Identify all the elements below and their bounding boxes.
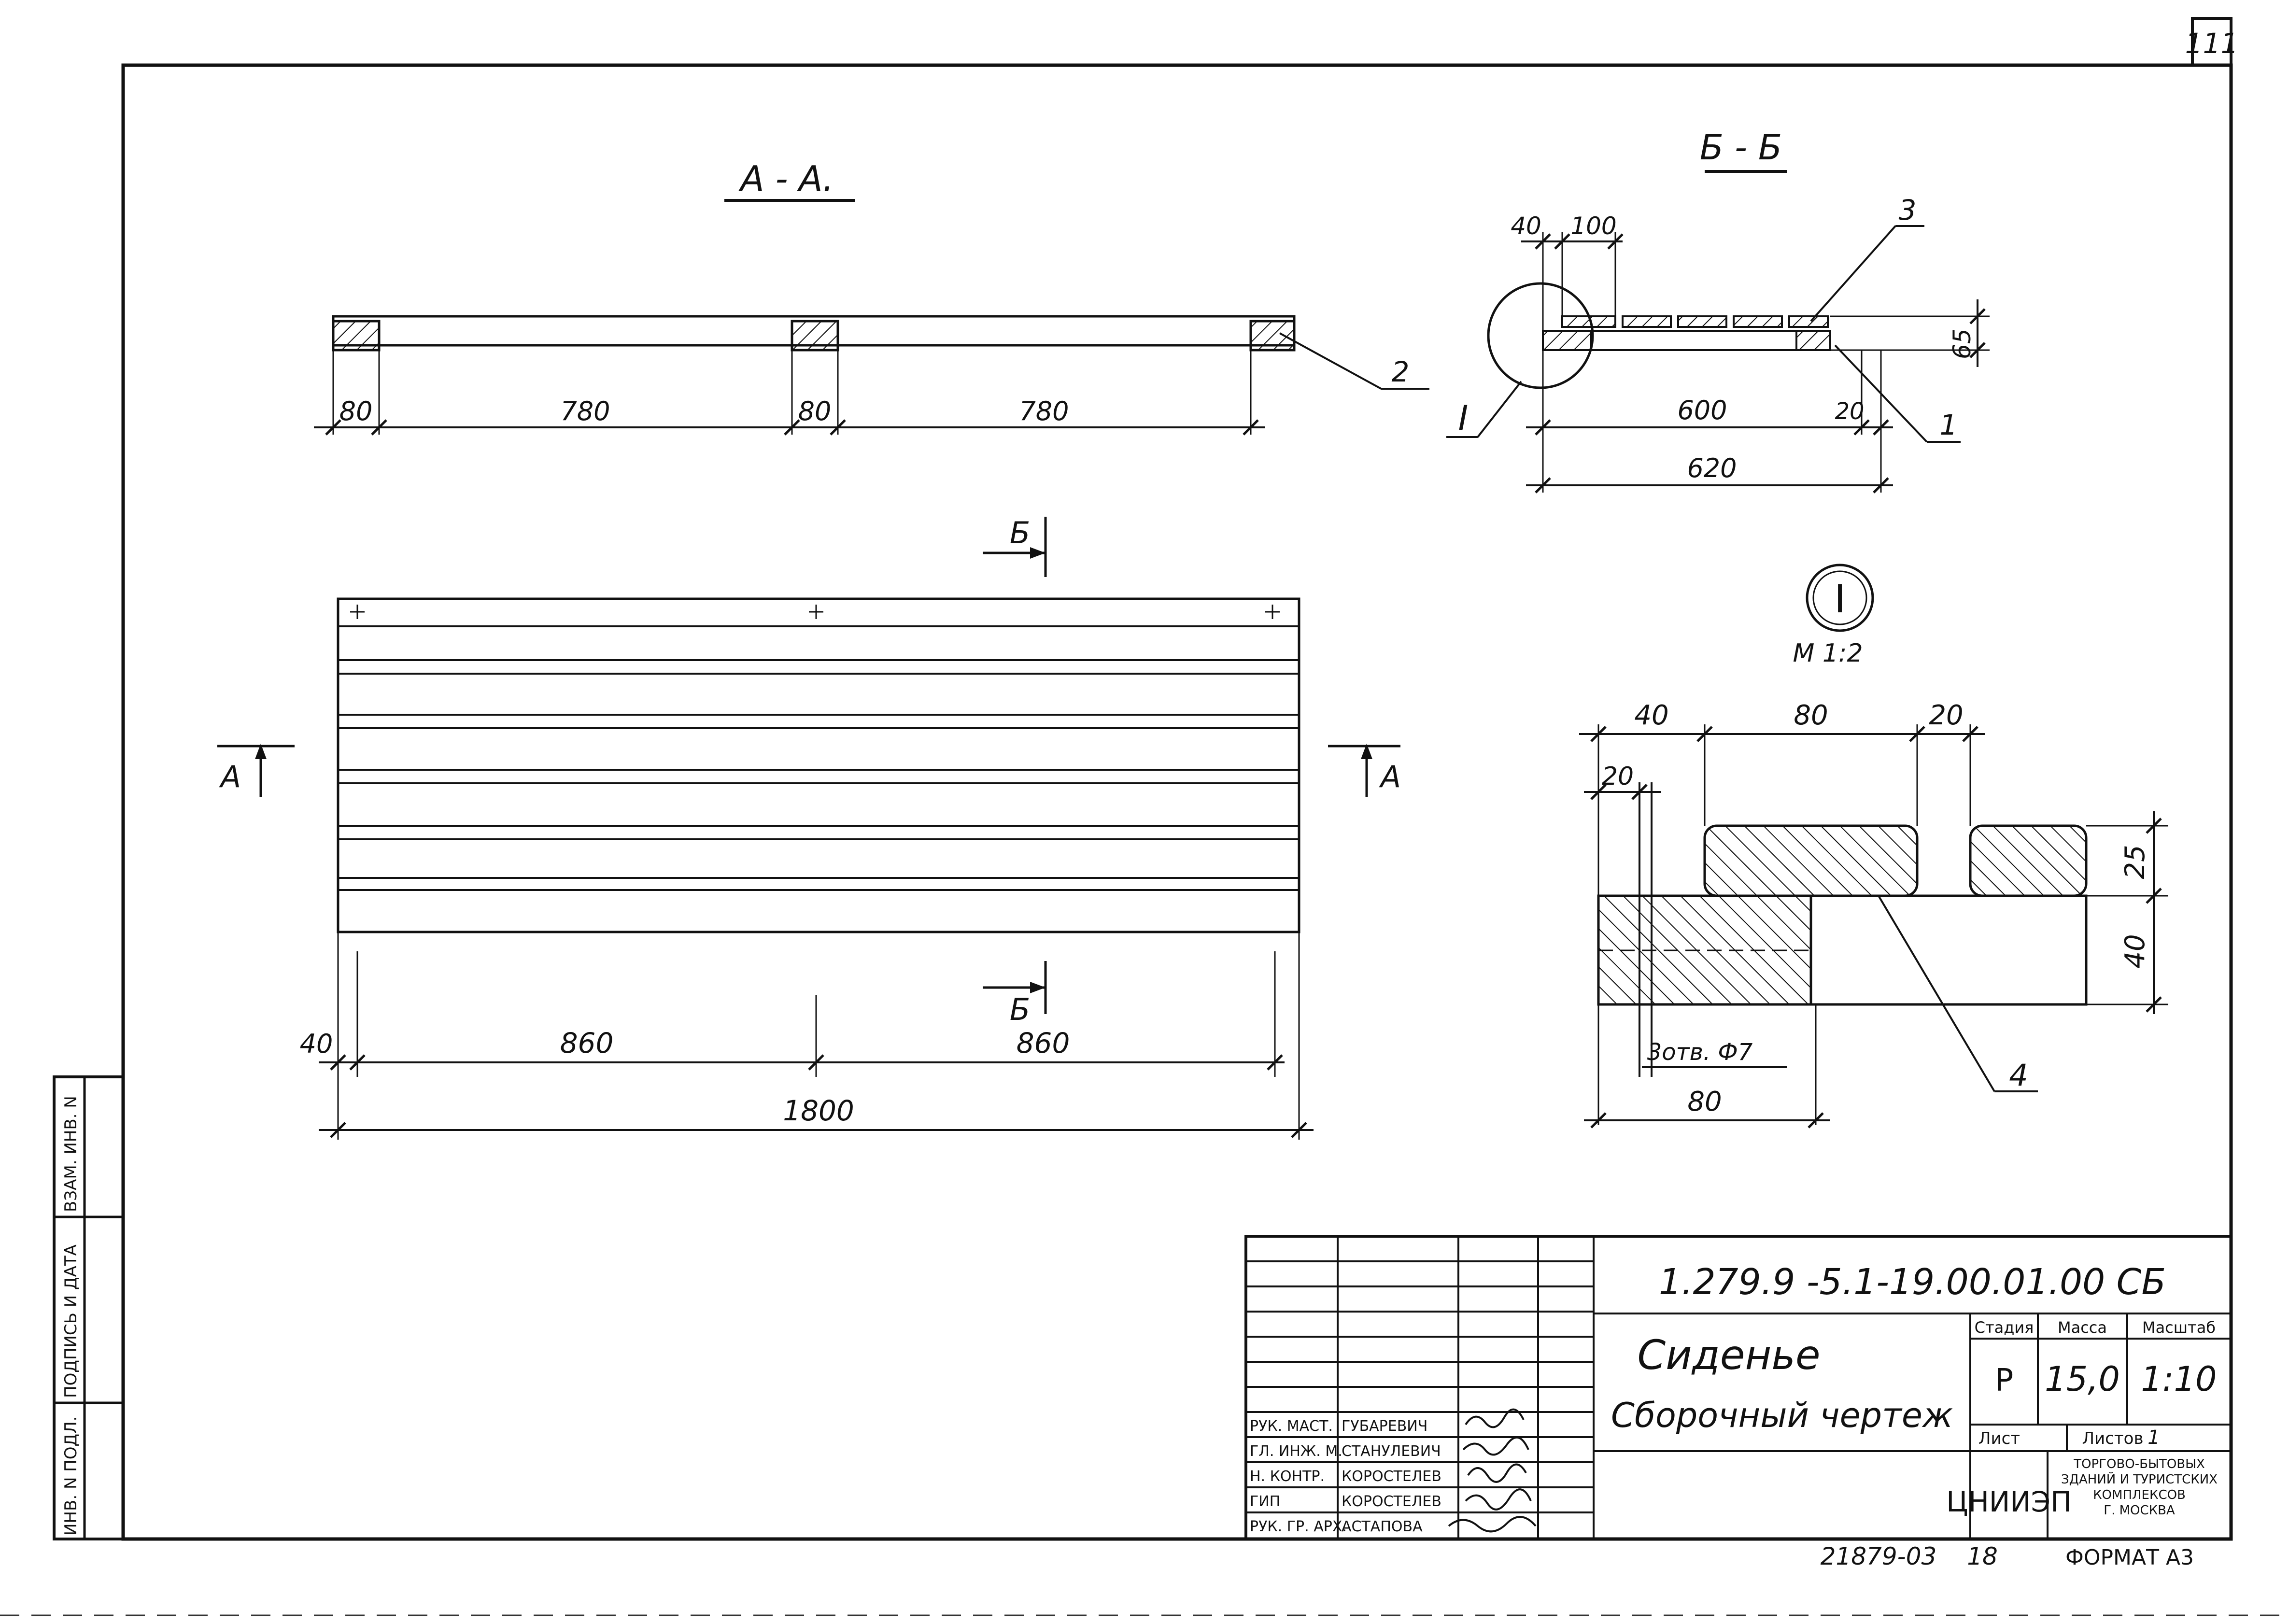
aa-dim-780-left: 780 xyxy=(560,396,610,426)
document-name: Сиденье xyxy=(1637,1331,1820,1379)
stage-header: Стадия xyxy=(1975,1318,2034,1337)
section-bb: Б - Б 40 100 65 xyxy=(1446,127,1990,494)
detail-dim-20-top: 20 xyxy=(1929,700,1963,731)
bb-callout-3: 3 xyxy=(1899,194,1917,226)
bb-dim-65: 65 xyxy=(1948,328,1976,359)
plan-view: А А Б Б 40 860 860 1800 xyxy=(217,515,1401,1140)
signer-role: ГИП xyxy=(1250,1493,1280,1510)
plan-dim-860-right: 860 xyxy=(1017,1027,1070,1059)
aa-dim-780-right: 780 xyxy=(1019,396,1069,426)
stamp-signature-date: ПОДПИСЬ И ДАТА xyxy=(61,1244,81,1398)
signer-role: ГЛ. ИНЖ. М. xyxy=(1250,1443,1342,1460)
cut-b-bottom: Б xyxy=(1010,992,1031,1027)
section-aa: А - А. 80 780 80 780 2 xyxy=(314,158,1429,436)
document-designation: 1.279.9 -5.1-19.00.01.00 СБ xyxy=(1659,1261,2166,1303)
sheet-label: Лист xyxy=(1978,1429,2020,1448)
detail-dim-80-bottom: 80 xyxy=(1687,1086,1722,1117)
signer-role: РУК. ГР. АРХ. xyxy=(1250,1518,1347,1535)
cut-a-left: А xyxy=(219,759,241,794)
org-logo: ЦНИИЭП xyxy=(1946,1485,2072,1518)
signer-role: РУК. МАСТ. xyxy=(1250,1418,1333,1435)
aa-callout-2: 2 xyxy=(1392,355,1410,388)
detail-node-label: I xyxy=(1834,577,1846,621)
bb-dim-620: 620 xyxy=(1687,453,1737,483)
cut-a-right: А xyxy=(1379,759,1401,794)
detail-dim-40: 40 xyxy=(1634,700,1668,731)
signer-role: Н. КОНТР. xyxy=(1250,1468,1325,1485)
detail-callout-4: 4 xyxy=(2009,1058,2028,1093)
node-i-circle xyxy=(1487,282,1594,389)
section-aa-title: А - А. xyxy=(738,158,834,199)
signer-name: КОРОСТЕЛЕВ xyxy=(1342,1493,1441,1510)
detail-i: I М 1:2 40 80 20 20 xyxy=(1579,564,2168,1129)
org-line-1: ТОРГОВО-БЫТОВЫХ xyxy=(2073,1457,2205,1471)
bb-dim-100: 100 xyxy=(1570,212,1616,240)
detail-scale: М 1:2 xyxy=(1793,639,1863,668)
signature-marks xyxy=(1448,1408,1537,1533)
detail-dim-25: 25 xyxy=(2119,845,2151,879)
bb-dim-20: 20 xyxy=(1835,398,1864,425)
detail-dim-20: 20 xyxy=(1602,762,1634,791)
signer-name: ГУБАРЕВИЧ xyxy=(1342,1418,1427,1435)
signer-name: СТАНУЛЕВИЧ xyxy=(1342,1443,1441,1460)
bb-dim-40: 40 xyxy=(1511,212,1541,240)
sheet-number-box: 111 xyxy=(2185,17,2239,67)
detail-holes: 3отв. Ф7 xyxy=(1647,1039,1753,1066)
mass-value: 15,0 xyxy=(2045,1359,2120,1399)
detail-dim-40-right: 40 xyxy=(2119,934,2151,968)
org-line-3: КОМПЛЕКСОВ xyxy=(2093,1488,2186,1502)
bb-node-label: I xyxy=(1458,398,1469,438)
plan-dim-860-left: 860 xyxy=(560,1027,614,1059)
signer-name: АСТАПОВА xyxy=(1342,1518,1423,1535)
scale-header: Масштаб xyxy=(2142,1318,2216,1337)
page-number: 18 xyxy=(1967,1542,1998,1570)
sheet-number: 111 xyxy=(2185,27,2239,60)
plan-dim-40: 40 xyxy=(300,1029,333,1059)
cut-b-top: Б xyxy=(1010,515,1031,551)
aa-dim-80-left: 80 xyxy=(339,396,373,426)
sheet-frame xyxy=(121,63,2233,1541)
org-line-4: Г. МОСКВА xyxy=(2104,1503,2175,1518)
detail-dim-80-top: 80 xyxy=(1794,700,1828,731)
plan-dim-1800: 1800 xyxy=(783,1094,854,1127)
mass-header: Масса xyxy=(2058,1318,2107,1337)
bb-dim-600: 600 xyxy=(1677,395,1727,425)
stamp-inv-podl: ИНВ. N ПОДЛ. xyxy=(61,1416,81,1536)
stamp-vzam-inv: ВЗАМ. ИНВ. N xyxy=(61,1096,81,1212)
sheets-label: Листов xyxy=(2082,1429,2143,1448)
order-number: 21879-03 xyxy=(1821,1542,1937,1570)
side-stamp: ИНВ. N ПОДЛ. ПОДПИСЬ И ДАТА ВЗАМ. ИНВ. N xyxy=(53,1075,125,1540)
title-block: 1.279.9 -5.1-19.00.01.00 СБ Сиденье Сбор… xyxy=(1244,1235,2232,1540)
signer-name: КОРОСТЕЛЕВ xyxy=(1342,1468,1441,1485)
format-label: ФОРМАТ А3 xyxy=(2065,1545,2194,1570)
bb-callout-1: 1 xyxy=(1940,409,1958,441)
org-line-2: ЗДАНИЙ И ТУРИСТСКИХ xyxy=(2061,1471,2218,1487)
stage-value: Р xyxy=(1995,1363,2014,1398)
aa-dim-80-mid: 80 xyxy=(798,396,832,426)
section-bb-title: Б - Б xyxy=(1700,127,1782,168)
scale-value: 1:10 xyxy=(2141,1359,2217,1399)
document-type: Сборочный чертеж xyxy=(1611,1396,1953,1435)
sheets-count: 1 xyxy=(2148,1426,2160,1449)
